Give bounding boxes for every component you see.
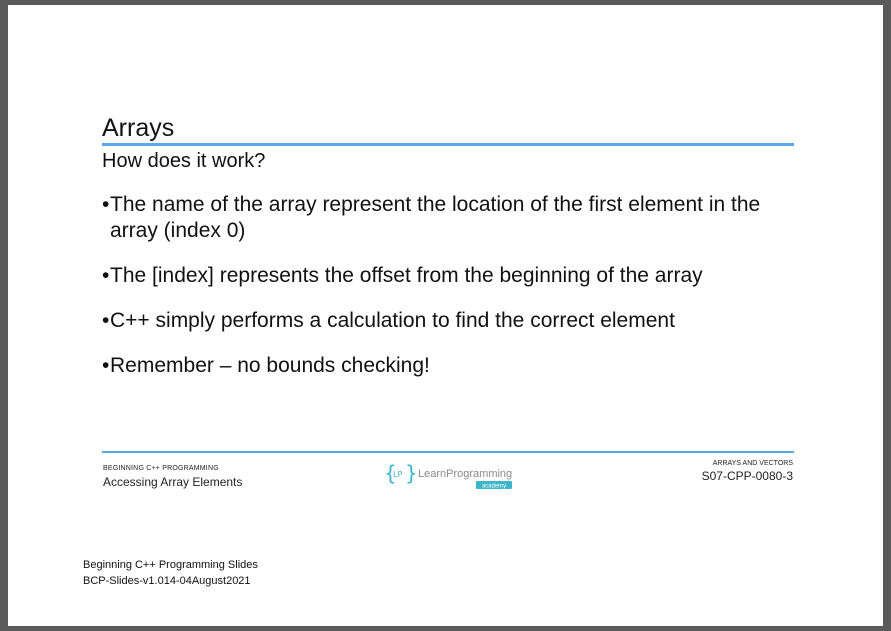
- svg-text:LP: LP: [393, 470, 402, 479]
- bullet-text: C++ simply performs a calculation to fin…: [110, 309, 675, 332]
- svg-text:{: {: [384, 461, 397, 485]
- svg-text:}: }: [405, 461, 418, 485]
- footer-course-name: BEGINNING C++ PROGRAMMING: [103, 465, 219, 472]
- bullet-item: • C++ simply performs a calculation to f…: [102, 308, 802, 334]
- logo-wordmark: LearnProgramming: [418, 468, 512, 480]
- title-divider: [102, 143, 794, 146]
- footer-section-name: ARRAYS AND VECTORS: [712, 460, 793, 467]
- slide-title: Arrays: [102, 114, 175, 142]
- learn-programming-logo: { LP } LearnProgramming academy: [384, 461, 512, 490]
- footer-lecture-title: Accessing Array Elements: [103, 475, 243, 489]
- bullet-marker: •: [102, 309, 110, 332]
- bullet-text: Remember – no bounds checking!: [110, 354, 430, 377]
- bullet-marker: •: [102, 193, 110, 216]
- bullet-marker: •: [102, 354, 110, 377]
- footer-slide-code: S07-CPP-0080-3: [701, 469, 793, 483]
- bullet-item: • Remember – no bounds checking!: [102, 353, 802, 379]
- footer-divider: [102, 451, 794, 453]
- bullet-text: The name of the array represent the loca…: [110, 193, 761, 242]
- bullet-text: The [index] represents the offset from t…: [110, 264, 703, 287]
- bullet-item: • The [index] represents the offset from…: [102, 263, 802, 289]
- document-title: Beginning C++ Programming Slides: [83, 559, 258, 571]
- logo-academy-label: academy: [482, 484, 506, 490]
- document-version: BCP-Slides-v1.014-04August2021: [83, 575, 251, 587]
- bullet-list: • The name of the array represent the lo…: [102, 192, 802, 398]
- bullet-marker: •: [102, 264, 110, 287]
- slide-subtitle: How does it work?: [102, 150, 266, 172]
- bullet-item: • The name of the array represent the lo…: [102, 192, 802, 244]
- slide-page: Arrays How does it work? • The name of t…: [8, 5, 883, 626]
